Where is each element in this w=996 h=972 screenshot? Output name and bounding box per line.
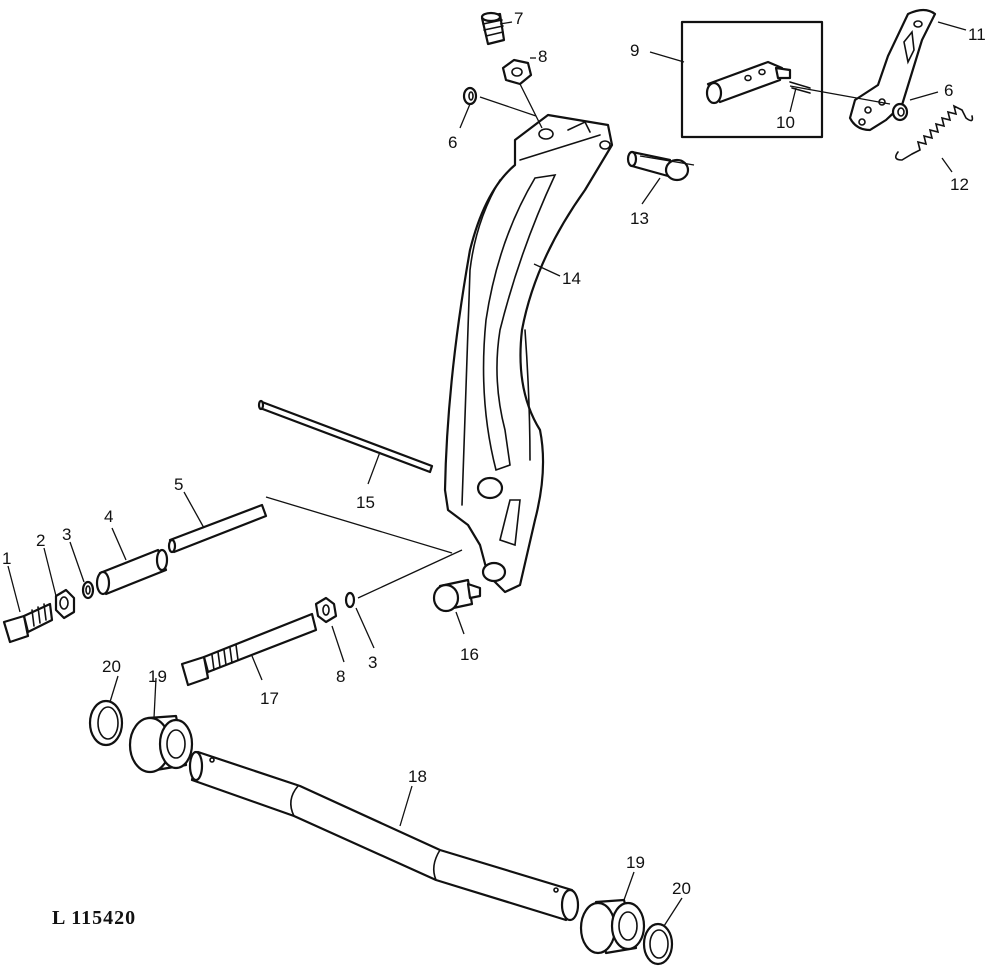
callout-2: 2 [36, 531, 45, 550]
callout-1: 1 [2, 549, 11, 568]
cross-shaft-part-18 [188, 750, 580, 922]
alignment-lines [265, 83, 891, 599]
nut-part-8-top [501, 58, 533, 86]
clip-part-6-right [891, 102, 909, 122]
callout-19-left: 19 [148, 667, 167, 686]
callout-12: 12 [950, 175, 969, 194]
set-screw-part-7 [480, 11, 506, 46]
callout-15: 15 [356, 493, 375, 512]
callout-20-right: 20 [672, 879, 691, 898]
nut-part-8-lower [314, 596, 338, 624]
bearing-part-19-left [128, 714, 194, 774]
inset-box-part-9 [680, 20, 824, 139]
rod-part-15 [257, 399, 434, 474]
callout-14: 14 [562, 269, 581, 288]
callout-7: 7 [514, 9, 523, 28]
cap-part-16 [432, 578, 482, 613]
bearing-part-19-right [579, 898, 646, 955]
callout-leaders [7, 21, 967, 927]
nut-part-2 [54, 588, 76, 620]
bolt-part-1 [2, 602, 54, 644]
seal-ring-part-20-right [642, 922, 674, 966]
washer-part-3-left [81, 580, 95, 600]
callout-10: 10 [776, 113, 795, 132]
callout-6-right: 6 [944, 81, 953, 100]
shaft-part-5 [167, 503, 268, 554]
callout-20-left: 20 [102, 657, 121, 676]
callout-11: 11 [968, 25, 986, 44]
callout-8-top: 8 [538, 47, 547, 66]
callout-18: 18 [408, 767, 427, 786]
clevis-pin-part-13 [626, 150, 690, 182]
callout-4: 4 [104, 507, 113, 526]
callout-5: 5 [174, 475, 183, 494]
callout-9: 9 [630, 41, 639, 60]
callout-8-lower: 8 [336, 667, 345, 686]
reference-number: L 115420 [52, 907, 136, 929]
callout-17: 17 [260, 689, 279, 708]
long-bolt-part-17 [180, 612, 318, 687]
lever-arm-part-14 [443, 113, 614, 594]
spacer-part-4 [95, 548, 169, 596]
callout-3-left: 3 [62, 525, 71, 544]
clip-part-6-left [462, 86, 478, 106]
seal-ring-part-20-left [88, 699, 124, 747]
spring-part-12 [894, 104, 974, 161]
callout-13: 13 [630, 209, 649, 228]
callout-19-right: 19 [626, 853, 645, 872]
callout-6-left: 6 [448, 133, 457, 152]
callout-3-lower: 3 [368, 653, 377, 672]
callout-16: 16 [460, 645, 479, 664]
callout-labels: 1 2 3 4 5 7 8 6 9 10 11 6 12 13 14 15 16… [2, 9, 986, 898]
washer-part-3-lower [344, 591, 356, 609]
